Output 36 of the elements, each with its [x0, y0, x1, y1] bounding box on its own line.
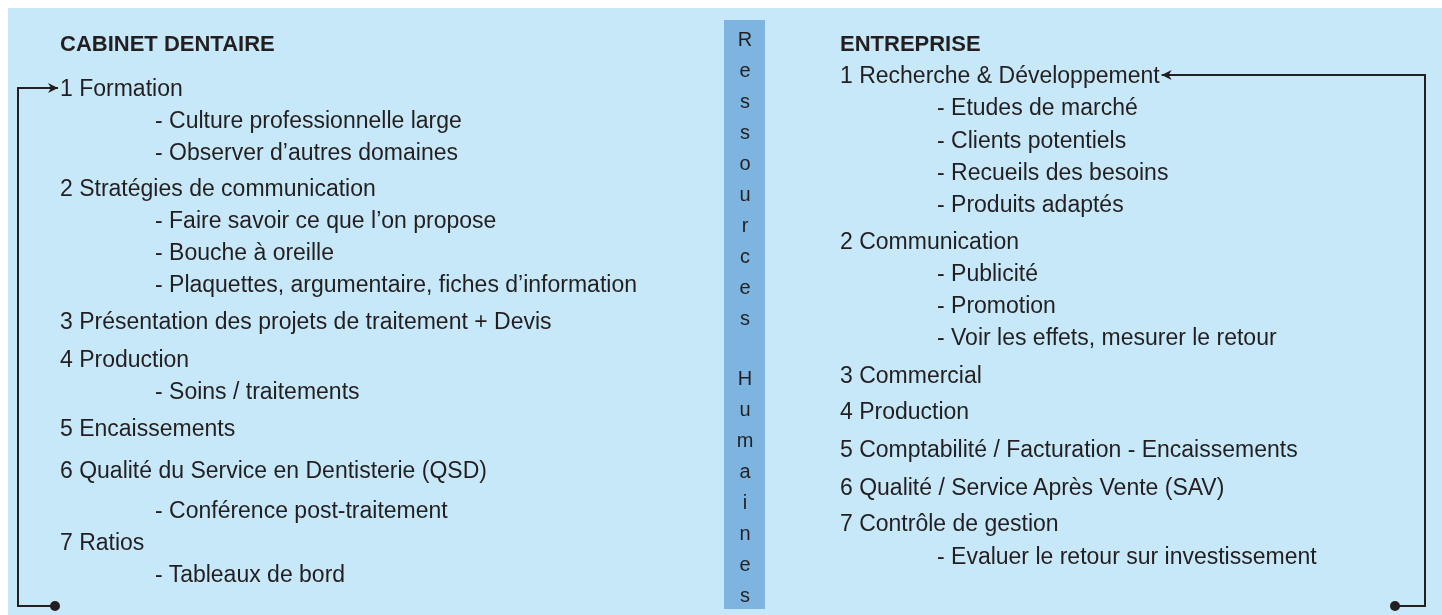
list-item: 4 Production	[60, 345, 190, 373]
list-item: 6 Qualité / Service Après Vente (SAV)	[840, 473, 1225, 501]
sub-item: - Recueils des besoins	[937, 158, 1169, 186]
sub-item: - Plaquettes, argumentaire, fiches d’information	[155, 270, 637, 298]
column-heading: ENTREPRISE	[840, 30, 981, 58]
sub-item: - Soins / traitements	[155, 377, 360, 405]
list-item: 6 Qualité du Service en Dentisterie (QSD)	[60, 456, 487, 484]
vertical-band	[724, 20, 765, 609]
list-item: 1 Formation	[60, 74, 183, 102]
feedback-arrow	[17, 83, 60, 611]
column-heading: CABINET DENTAIRE	[60, 30, 275, 58]
sub-item: - Voir les effets, mesurer le retour	[937, 323, 1277, 351]
list-item: 4 Production	[840, 397, 970, 425]
list-item: 7 Contrôle de gestion	[840, 509, 1059, 537]
list-item: 5 Encaissements	[60, 414, 236, 442]
list-item: 3 Commercial	[840, 361, 982, 389]
sub-item: - Faire savoir ce que l’on propose	[155, 206, 497, 234]
sub-item: - Produits adaptés	[937, 190, 1124, 218]
sub-item: - Tableaux de bord	[155, 560, 346, 588]
list-item: 2 Stratégies de communication	[60, 174, 376, 202]
list-item: 5 Comptabilité / Facturation - Encaissements	[840, 435, 1298, 463]
sub-item: - Observer d’autres domaines	[155, 138, 458, 166]
sub-item: - Etudes de marché	[937, 93, 1138, 121]
sub-item: - Promotion	[937, 291, 1056, 319]
feedback-arrow	[1160, 70, 1426, 611]
sub-item: - Evaluer le retour sur investissement	[937, 542, 1317, 570]
sub-item: - Conférence post-traitement	[155, 496, 448, 524]
list-item: 1 Recherche & Développement	[840, 61, 1160, 89]
list-item: 3 Présentation des projets de traitement + Devis	[60, 307, 552, 335]
sub-item: - Clients potentiels	[937, 126, 1127, 154]
list-item: 7 Ratios	[60, 528, 145, 556]
sub-item: - Publicité	[937, 259, 1038, 287]
sub-item: - Bouche à oreille	[155, 238, 334, 266]
vertical-label: Ressources Humaines	[733, 28, 757, 603]
sub-item: - Culture professionnelle large	[155, 106, 462, 134]
list-item: 2 Communication	[840, 227, 1019, 255]
